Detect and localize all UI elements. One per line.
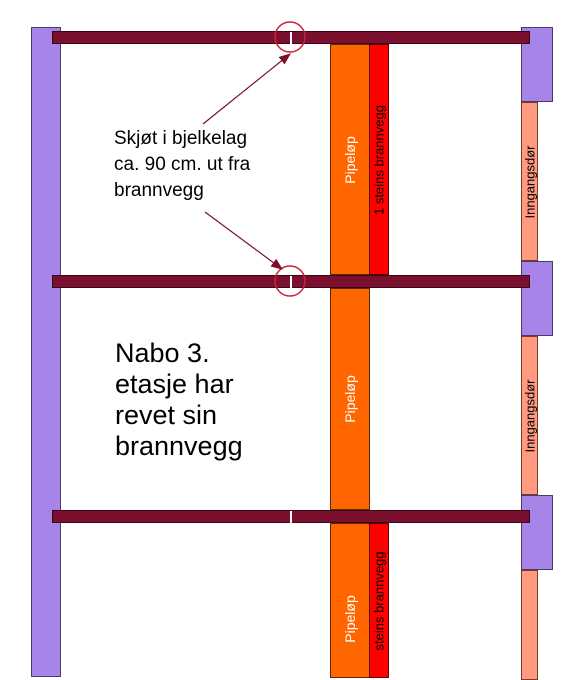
beam-joint-3 [290,511,292,523]
annotation-line-1: Skjøt i bjelkelag [114,128,248,149]
right-wall-segment-2 [521,261,553,336]
beam-middle [52,275,530,288]
arrow-to-top-joint [202,53,291,125]
joint-marker-middle [274,265,306,297]
beam-bottom [52,510,530,523]
pipe-column-2: Pipeløp [330,288,370,510]
joint-marker-top [274,21,306,53]
joint-annotation-text: Skjøt i bjelkelag ca. 90 cm. ut fra bran… [114,126,250,204]
beam-joint-2 [290,276,292,288]
note-line-2: etasje har [115,369,234,399]
pipe-column-3: Pipeløp [330,523,370,678]
left-wall [31,27,61,677]
door-strip-1: Inngangsdør [521,102,538,261]
note-line-3: revet sin [115,400,218,430]
right-wall-segment-3 [521,495,553,570]
neighbor-note-text: Nabo 3. etasje har revet sin brannvegg [115,338,243,462]
door-strip-2: Inngangsdør [521,336,538,495]
beam-joint-1 [290,32,292,44]
beam-top [52,31,530,44]
annotation-line-2: ca. 90 cm. ut fra [114,154,251,175]
annotation-line-3: brannvegg [114,180,204,201]
note-line-1: Nabo 3. [115,338,210,368]
arrow-to-middle-joint [204,211,283,270]
note-line-4: brannvegg [115,431,243,461]
firewall-column-1: 1 steins brannvegg [369,44,389,275]
pipe-column-1: Pipeløp [330,44,370,275]
